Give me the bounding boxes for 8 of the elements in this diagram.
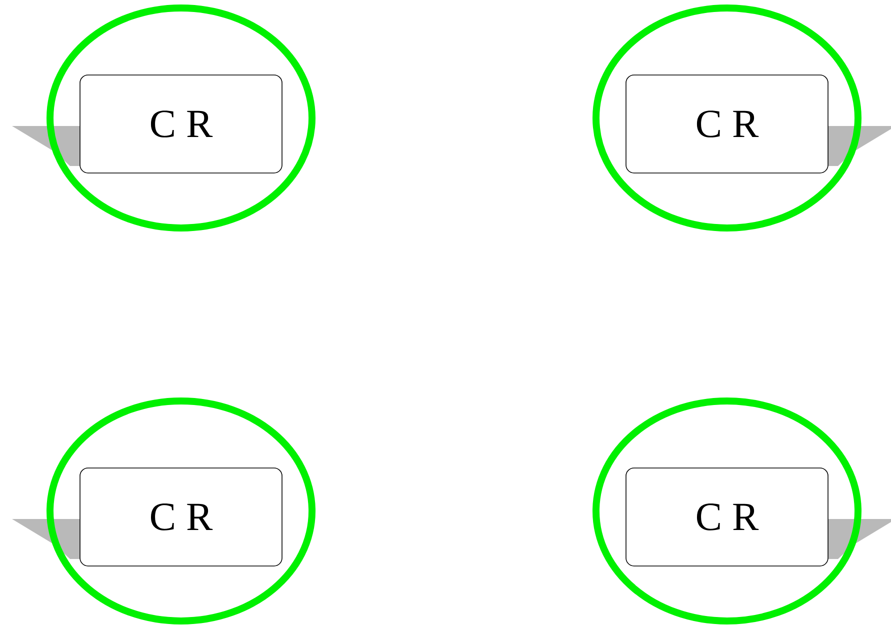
ellipse-outline [46, 4, 316, 232]
text-box: C R [626, 74, 828, 174]
text-box: C R [80, 468, 282, 566]
text-box: C R [80, 74, 282, 174]
ellipse-outline [592, 397, 862, 624]
ellipse-outline [592, 4, 862, 232]
text-box: C R [626, 468, 828, 566]
ellipse-outline [46, 397, 316, 624]
